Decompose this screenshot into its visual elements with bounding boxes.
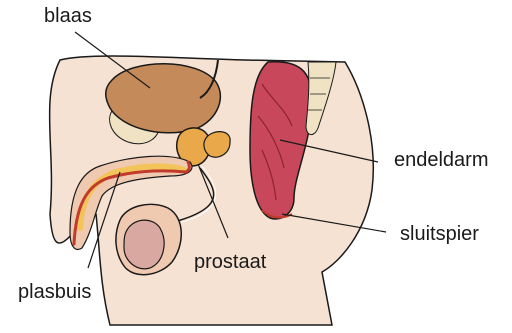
sphincter-label: sluitspier xyxy=(400,224,479,244)
urethra-label: plasbuis xyxy=(18,282,91,302)
rectum-label: endeldarm xyxy=(394,150,489,170)
bladder-label: blaas xyxy=(44,6,92,26)
testis xyxy=(124,220,164,269)
prostate-label: prostaat xyxy=(194,252,266,272)
